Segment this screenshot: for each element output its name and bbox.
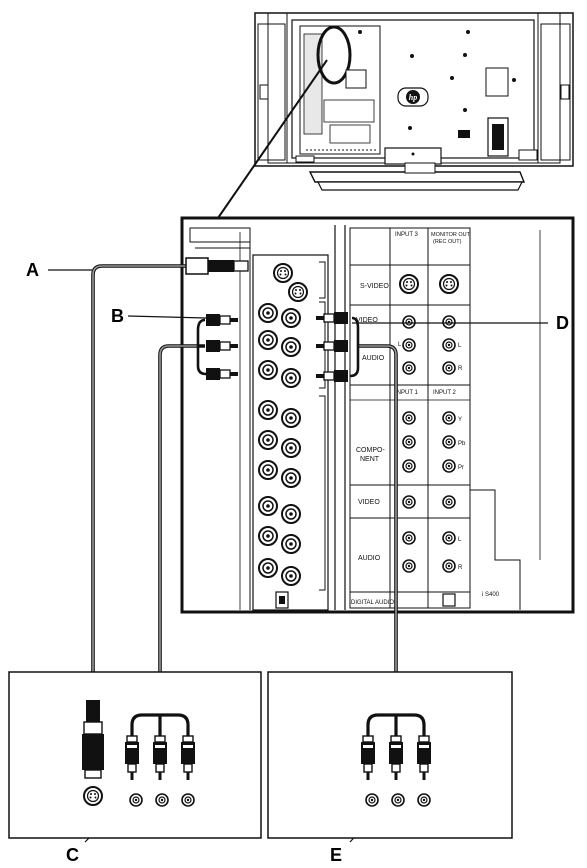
rca-jack-icon bbox=[281, 308, 301, 328]
svideo-jack-icon bbox=[439, 274, 459, 294]
label-video: VIDEO bbox=[356, 317, 378, 324]
rca-jack-icon bbox=[442, 435, 456, 449]
rca-jack-icon bbox=[442, 361, 456, 375]
label-svideo: S-VIDEO bbox=[360, 283, 389, 290]
label-l-1: L bbox=[398, 342, 402, 348]
rca-jack-icon bbox=[365, 793, 379, 807]
rca-jack-icon bbox=[155, 793, 169, 807]
connector-panel: S-VIDEO VIDEO AUDIO COMPO- NENT VIDEO AU… bbox=[180, 216, 575, 614]
rca-jack-icon bbox=[442, 338, 456, 352]
label-input-2: INPUT 2 bbox=[433, 390, 457, 396]
rca-jack-icon bbox=[258, 526, 278, 546]
rca-jack-icon bbox=[258, 430, 278, 450]
label-audio: AUDIO bbox=[362, 355, 385, 362]
svideo-jack-icon bbox=[83, 786, 103, 806]
rca-jack-icon bbox=[442, 559, 456, 573]
label-l-3: L bbox=[458, 537, 462, 543]
label-y: Y bbox=[458, 417, 462, 423]
label-pr: Pr bbox=[458, 465, 464, 471]
rca-jack-icon bbox=[281, 438, 301, 458]
callout-c: C bbox=[66, 845, 79, 865]
rca-jack-icon bbox=[391, 793, 405, 807]
device-e bbox=[267, 671, 513, 839]
rca-jack-icon bbox=[402, 435, 416, 449]
rca-jack-icon bbox=[442, 411, 456, 425]
rca-jack-icon bbox=[442, 315, 456, 329]
rca-jack-icon bbox=[402, 531, 416, 545]
rca-jack-icon bbox=[281, 337, 301, 357]
rca-jack-icon bbox=[442, 459, 456, 473]
rca-jack-icon bbox=[442, 531, 456, 545]
rca-jack-icon bbox=[281, 504, 301, 524]
rca-jack-icon bbox=[181, 793, 195, 807]
label-input-1: INPUT 1 bbox=[395, 390, 419, 396]
label-input-3: INPUT 3 bbox=[395, 232, 419, 238]
rca-jack-icon bbox=[402, 411, 416, 425]
rca-jack-icon bbox=[281, 566, 301, 586]
rca-jack-icon bbox=[258, 303, 278, 323]
rca-jack-icon bbox=[258, 558, 278, 578]
hp-logo: hp bbox=[409, 93, 417, 102]
callout-e: E bbox=[330, 845, 343, 865]
label-component-2: NENT bbox=[360, 456, 380, 463]
rca-jack-icon bbox=[258, 496, 278, 516]
label-pb: Pb bbox=[458, 441, 466, 447]
rca-jack-icon bbox=[402, 495, 416, 509]
label-r-2: R bbox=[458, 366, 463, 372]
label-audio-2: AUDIO bbox=[358, 555, 381, 562]
rca-jack-icon bbox=[281, 468, 301, 488]
svideo-jack-icon bbox=[399, 274, 419, 294]
device-c bbox=[8, 671, 262, 839]
rca-jack-icon bbox=[402, 459, 416, 473]
label-monitor-out-2: (REC OUT) bbox=[433, 239, 462, 245]
rca-jack-icon bbox=[402, 338, 416, 352]
callout-d: D bbox=[556, 313, 569, 333]
cables bbox=[91, 264, 398, 715]
label-l-2: L bbox=[458, 343, 462, 349]
rca-jack-icon bbox=[402, 361, 416, 375]
plugs-panel bbox=[185, 257, 349, 383]
callout-b: B bbox=[111, 306, 124, 326]
rca-jack-icon bbox=[258, 460, 278, 480]
tv-back: hp bbox=[254, 12, 574, 191]
svideo-jack-icon bbox=[273, 263, 293, 283]
rca-jack-icon bbox=[258, 330, 278, 350]
rca-jack-icon bbox=[258, 400, 278, 420]
label-component-1: COMPO- bbox=[356, 447, 385, 454]
svideo-jack-icon bbox=[288, 282, 308, 302]
rca-jack-icon bbox=[258, 360, 278, 380]
label-monitor-out-1: MONITOR OUT bbox=[431, 232, 471, 238]
rca-jack-icon bbox=[402, 315, 416, 329]
label-table: S-VIDEO VIDEO AUDIO COMPO- NENT VIDEO AU… bbox=[349, 227, 541, 610]
callout-a: A bbox=[26, 260, 39, 280]
label-video-2: VIDEO bbox=[358, 499, 380, 506]
label-r-3: R bbox=[458, 565, 463, 571]
rca-jack-icon bbox=[129, 793, 143, 807]
rca-jack-icon bbox=[281, 408, 301, 428]
rca-jack-icon bbox=[417, 793, 431, 807]
rca-jack-icon bbox=[402, 559, 416, 573]
rca-jack-icon bbox=[281, 368, 301, 388]
label-ilink: i S400 bbox=[482, 592, 500, 598]
rca-jack-icon bbox=[281, 534, 301, 554]
rca-jack-icon bbox=[442, 495, 456, 509]
label-digital-audio: DIGITAL AUDIO bbox=[351, 600, 394, 606]
